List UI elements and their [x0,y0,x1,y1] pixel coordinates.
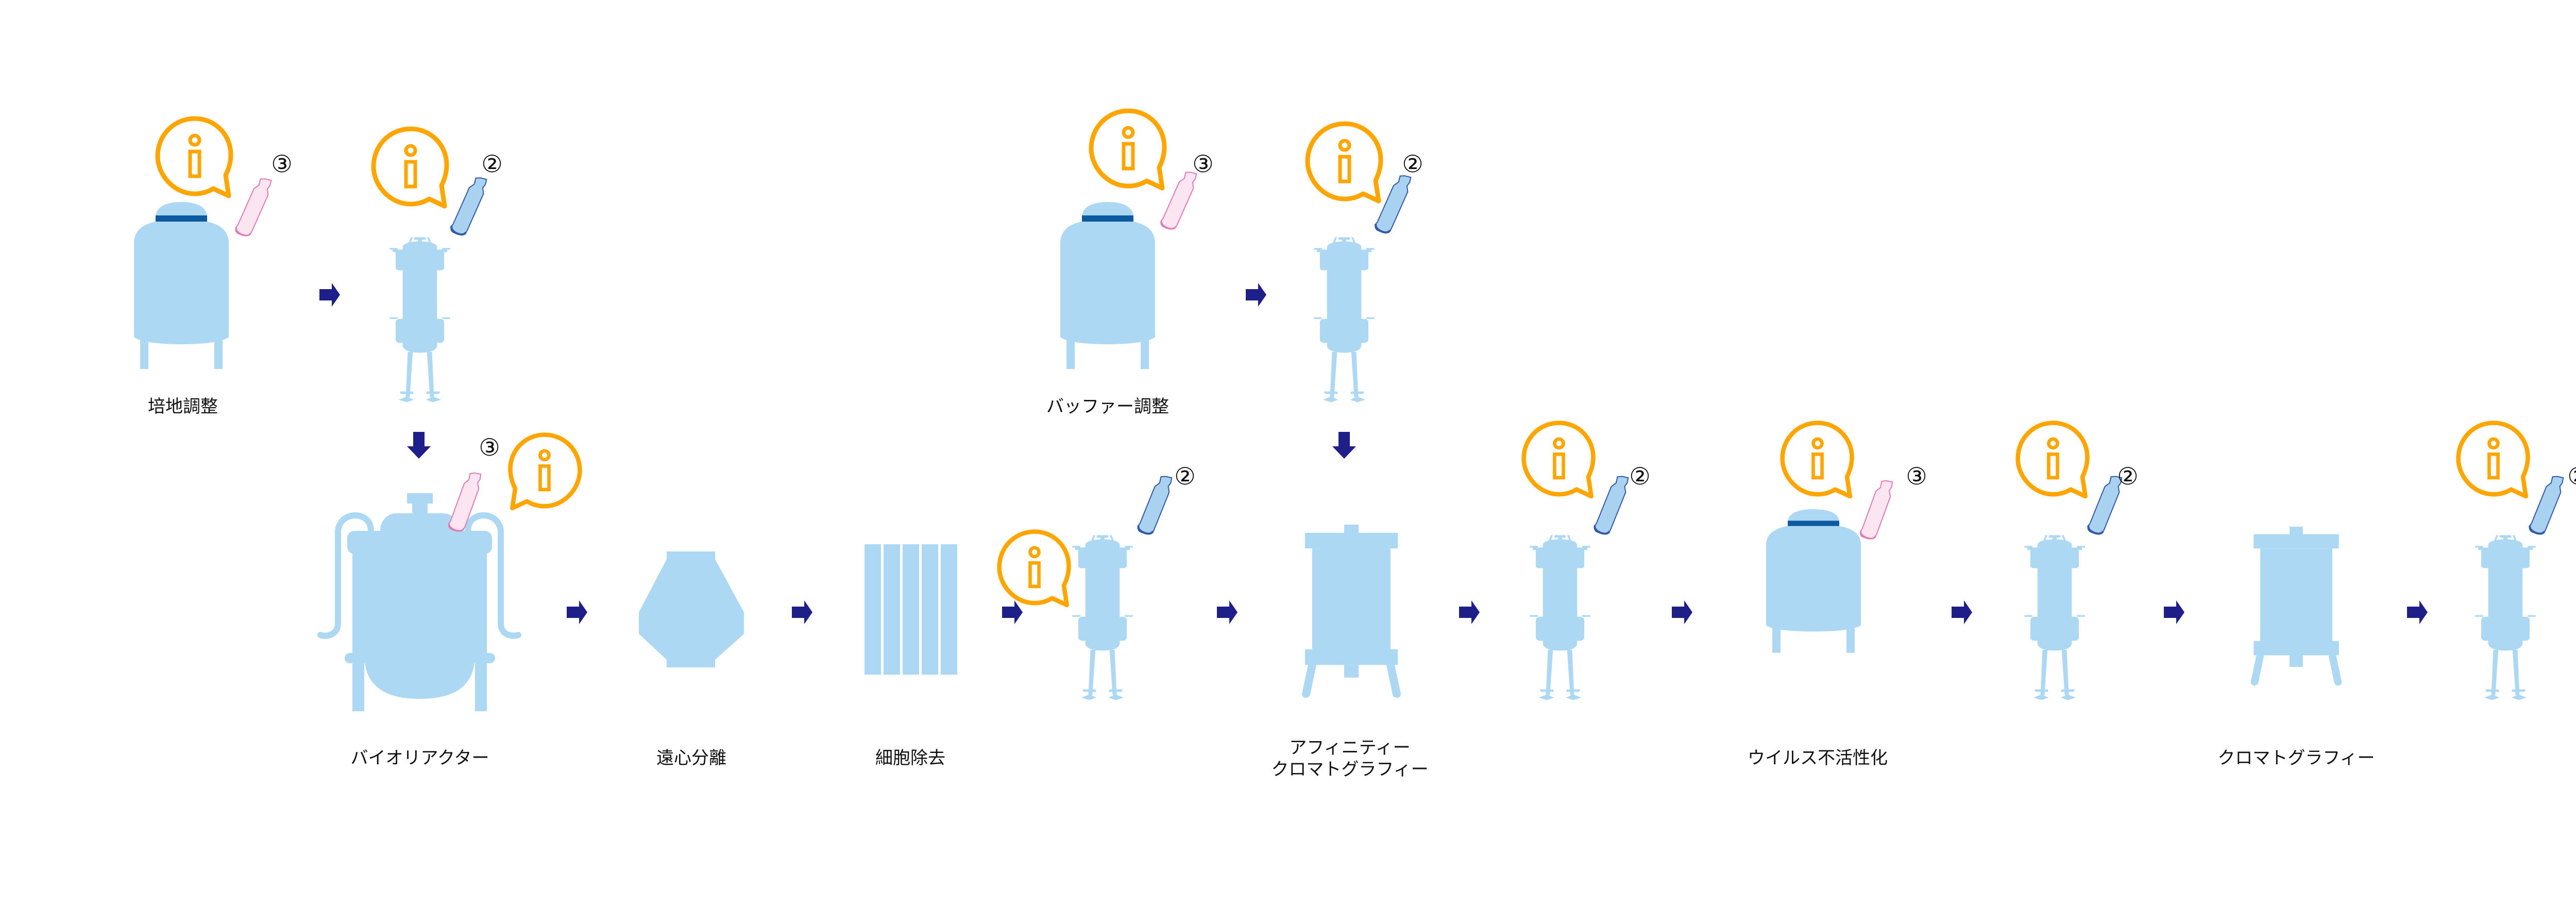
arrow-right-icon [1002,600,1023,624]
arrow-down-icon [1332,432,1356,459]
centrifuge [639,551,744,667]
filter-grade-number: ② [481,150,503,178]
info-icon[interactable] [374,129,447,206]
virus-inactivation-tank [1766,509,1861,653]
info-icon[interactable] [511,435,580,509]
media-filter-housing [389,237,450,403]
info-icon[interactable] [1091,111,1164,188]
depth-filter-plates [865,544,957,675]
info-icon[interactable] [158,119,231,196]
filter-housing [1530,535,1590,700]
info-icon[interactable] [1783,423,1852,497]
arrow-right-icon [319,283,340,307]
step-label-media-prep: 培地調整 [148,396,218,417]
arrow-right-icon [1672,600,1692,624]
step-label-cell-removal: 細胞除去 [875,748,945,768]
arrow-right-icon [792,600,812,624]
cartridge-pink-icon [447,468,485,534]
filter-housing [1072,535,1133,700]
info-icon[interactable] [1308,124,1381,201]
cartridge-blue-icon [1372,171,1415,237]
filter-grade-number: ③ [271,150,293,178]
arrow-right-icon [1217,600,1238,624]
affinity-column [1302,525,1401,698]
cartridge-blue-icon [1592,472,1632,538]
step-label-buffer-prep: バッファー調整 [1046,396,1169,417]
filter-grade-number: ② [1402,150,1423,178]
arrow-right-icon [2164,600,2184,624]
filter-grade-number: ② [1629,462,1651,490]
step-label-affinity-line1: アフィニティー [1289,738,1411,758]
step-label-bioreactor: バイオリアクター [350,748,489,768]
step-label-virus-inactivation: ウイルス不活性化 [1748,748,1888,768]
media-prep-tank [134,202,229,369]
buffer-prep-tank [1060,202,1155,369]
cartridge-pink-icon [1159,167,1200,232]
filter-housing [2024,535,2085,700]
cartridge-blue-icon [1136,472,1176,538]
filter-grade-number: ③ [1192,150,1214,178]
arrow-right-icon [1246,283,1266,307]
filter-grade-number: ③ [479,433,500,461]
arrow-right-icon [567,600,587,624]
chromatography-column [2250,527,2342,686]
info-icon[interactable] [999,532,1069,606]
cartridge-pink-icon [1858,476,1896,542]
buffer-filter-housing [1314,237,1375,403]
cartridge-pink-icon [233,174,275,239]
info-icon[interactable] [2459,423,2528,497]
info-icon[interactable] [1524,423,1594,497]
arrow-down-icon [407,432,431,459]
filter-grade-number: ② [2117,462,2139,490]
cartridge-blue-icon [2527,472,2567,538]
filter-grade-number: ② [1174,462,1196,490]
filter-housing [2475,535,2536,700]
info-icon[interactable] [2018,423,2088,497]
step-label-affinity-line2: クロマトグラフィー [1271,759,1429,780]
bioreactor-vessel [317,493,521,711]
arrow-right-icon [1459,600,1480,624]
filter-grade-number: ③ [1906,462,1927,490]
filter-grade-number: ② [2567,464,2576,488]
step-label-centrifuge: 遠心分離 [656,748,726,768]
arrow-right-icon [2407,600,2428,624]
cartridge-blue-icon [448,173,490,239]
arrow-right-icon [1952,600,1972,624]
step-label-chromatography: クロマトグラフィー [2217,748,2375,768]
